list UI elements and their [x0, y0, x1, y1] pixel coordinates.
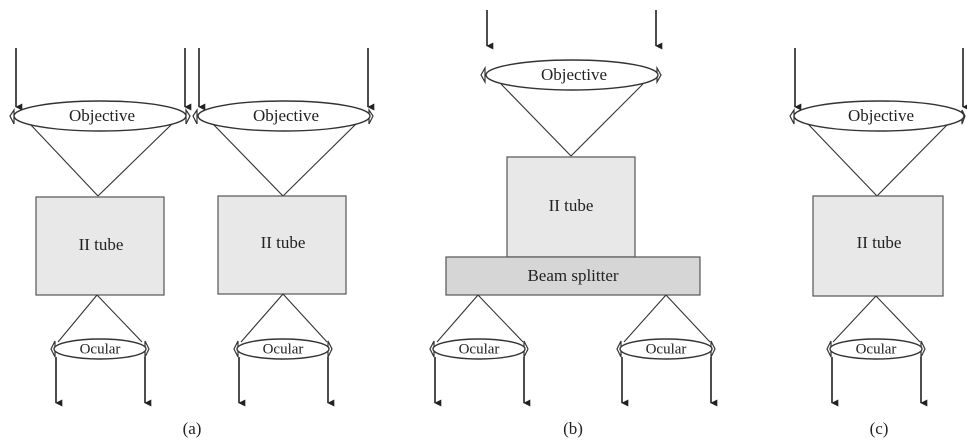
ii-tube-label: II tube [261, 233, 306, 252]
ii-tube-label: II tube [549, 196, 594, 215]
ocular-ray [665, 294, 711, 343]
objective-label: Objective [848, 106, 914, 125]
config-a-left-channel: Objective II tube Ocular [9, 48, 192, 407]
objective-ray [570, 83, 644, 157]
objective-ray [29, 123, 99, 197]
ocular-lens [236, 338, 330, 360]
beam-splitter-box [445, 256, 701, 296]
ocular-ray [240, 293, 284, 343]
objective-label: Objective [541, 65, 607, 84]
objective-ray [500, 83, 572, 157]
objective-label: Objective [253, 106, 319, 125]
ocular-ray [875, 295, 921, 343]
objective-lens-cap [480, 65, 486, 85]
objective-lens [793, 100, 965, 132]
objective-label: Objective [69, 106, 135, 125]
ii-tube-box [506, 156, 636, 258]
ii-tube-label: II tube [79, 235, 124, 254]
ocular-label: Ocular [646, 341, 687, 357]
ocular-ray [57, 294, 98, 343]
ocular-ray [436, 294, 479, 343]
ocular-ray [832, 295, 877, 343]
beam-splitter-label: Beam splitter [527, 266, 618, 285]
objective-ray [212, 123, 284, 197]
ocular-lens [619, 338, 713, 360]
ocular-label: Ocular [263, 341, 304, 357]
ii-tube-box [35, 196, 165, 296]
objective-lens-cap [9, 108, 15, 125]
ii-tube-box [812, 195, 944, 297]
ocular-lens [432, 338, 526, 360]
ocular-ray [96, 294, 143, 343]
objective-ray [876, 123, 949, 197]
config-b: Objective II tube Beam splitter Ocular O… [429, 10, 718, 407]
objective-lens-cap [789, 108, 795, 125]
objective-lens [13, 100, 187, 132]
objective-lens-cap [185, 108, 191, 125]
ocular-ray [282, 293, 328, 343]
ocular-label: Ocular [459, 341, 500, 357]
objective-lens-cap [192, 108, 198, 125]
caption-c: (c) [870, 419, 889, 438]
ii-tube-box [217, 195, 347, 295]
ocular-label: Ocular [856, 341, 897, 357]
objective-ray [97, 123, 173, 197]
config-a-right-channel: Objective II tube Ocular [192, 48, 375, 407]
objective-ray [282, 123, 357, 197]
objective-lens [197, 100, 371, 132]
ocular-ray [477, 294, 524, 343]
ii-tube-label: II tube [857, 233, 902, 252]
ocular-lens [829, 338, 923, 360]
ocular-lens [53, 338, 147, 360]
objective-lens [485, 59, 659, 91]
caption-a: (a) [183, 419, 202, 438]
config-c: Objective II tube Ocular [789, 48, 967, 407]
ocular-label: Ocular [80, 341, 121, 357]
ocular-ray [623, 294, 667, 343]
caption-b: (b) [563, 419, 583, 438]
objective-ray [807, 123, 878, 197]
